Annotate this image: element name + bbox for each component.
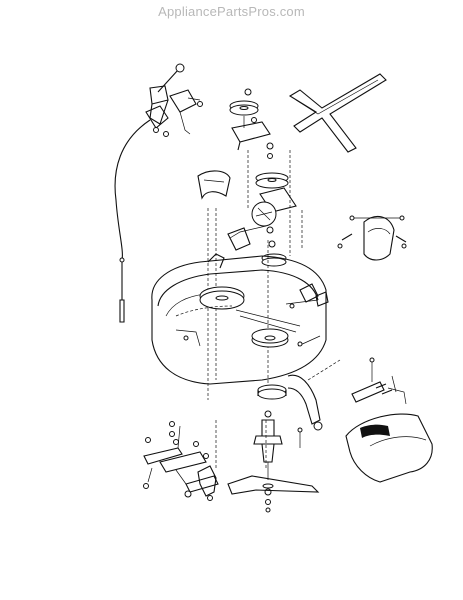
center-pulley-stack (227, 142, 297, 267)
drive-belt (288, 73, 387, 153)
belt-guard (197, 170, 231, 200)
chute-deflector-kit (337, 215, 407, 261)
watermark: AppliancePartsPros.com (158, 4, 305, 19)
discharge-deflector (345, 357, 433, 483)
front-links (143, 421, 207, 489)
mower-deck (151, 253, 329, 385)
idler-arm (287, 374, 323, 448)
idler-pulley-stack (229, 88, 271, 151)
rear-link (175, 453, 219, 501)
lift-handle-assembly (114, 63, 203, 323)
mower-blade (227, 475, 320, 495)
spindle-assembly (253, 384, 287, 513)
